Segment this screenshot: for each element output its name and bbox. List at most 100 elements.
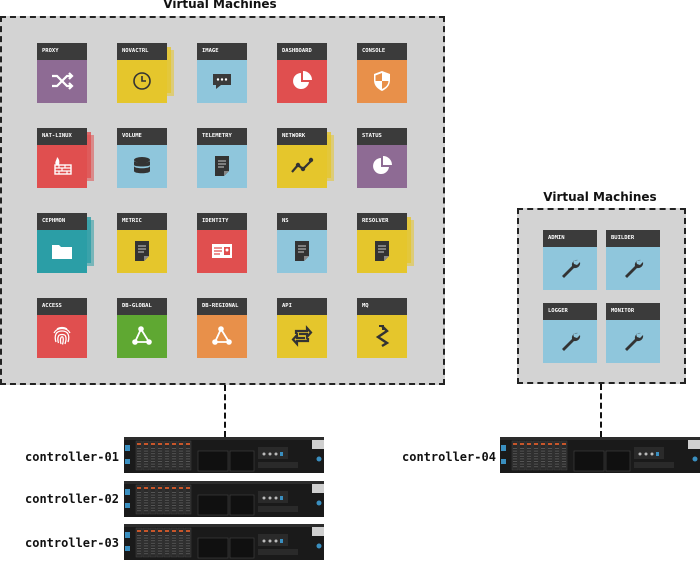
tile-body	[197, 145, 247, 188]
tile-body	[357, 230, 407, 273]
vm-tile-builder: BUILDER	[606, 230, 660, 290]
tile-body	[37, 145, 87, 188]
tile-body	[277, 315, 327, 358]
vm-tile-network: NETWORK	[277, 128, 334, 188]
tile-label: BUILDER	[606, 230, 660, 247]
document-icon	[135, 241, 149, 261]
tile-body	[117, 230, 167, 273]
tile-label: VOLUME	[117, 128, 167, 145]
vm-tile-dashboard: DASHBOARD	[277, 43, 327, 103]
document-icon	[295, 241, 309, 261]
repeat-icon	[291, 325, 313, 347]
tile-body	[117, 145, 167, 188]
tile-label: IMAGE	[197, 43, 247, 60]
rack-server-icon	[500, 437, 700, 473]
tile-body	[117, 315, 167, 358]
tile-label: DB-REGIONAL	[197, 298, 247, 315]
vm-tile-mq: MQ	[357, 298, 407, 358]
tile-label: DB-GLOBAL	[117, 298, 167, 315]
tile-label: MONITOR	[606, 303, 660, 320]
vm-tile-resolver: RESOLVER	[357, 213, 414, 273]
rack-server-icon	[124, 437, 324, 473]
rack-server-icon	[124, 481, 324, 517]
tile-body	[357, 60, 407, 103]
share-icon	[212, 326, 232, 345]
fingerprint-icon	[53, 326, 71, 345]
tile-label: ADMIN	[543, 230, 597, 247]
tile-label: ACCESS	[37, 298, 87, 315]
vm-tile-image: IMAGE	[197, 43, 247, 103]
shield-icon	[374, 71, 390, 91]
tile-body	[37, 315, 87, 358]
tile-body	[606, 247, 660, 290]
tile-body	[277, 230, 327, 273]
vm-tile-api: API	[277, 298, 327, 358]
controller-label-02: controller-02	[25, 492, 119, 506]
tile-label: MQ	[357, 298, 407, 315]
group-title-left: Virtual Machines	[163, 0, 277, 11]
document-icon	[215, 156, 229, 176]
vm-tile-status: STATUS	[357, 128, 407, 188]
vm-tile-volume: VOLUME	[117, 128, 167, 188]
vm-tile-db-regional: DB-REGIONAL	[197, 298, 247, 358]
chat-icon	[213, 74, 231, 89]
tile-body	[606, 320, 660, 363]
controller-label-01: controller-01	[25, 450, 119, 464]
tile-body	[37, 60, 87, 103]
tile-body	[357, 145, 407, 188]
shuffle-icon	[52, 72, 74, 90]
rack-server-icon	[124, 524, 324, 560]
tile-body	[543, 320, 597, 363]
wrench-icon	[625, 259, 644, 278]
pie-chart-icon	[293, 71, 312, 89]
vm-tile-console: CONSOLE	[357, 43, 407, 103]
tile-label: NOVACTRL	[117, 43, 167, 60]
tile-body	[277, 60, 327, 103]
server-controller-02	[124, 481, 324, 517]
vm-tile-identity: IDENTITY	[197, 213, 247, 273]
vm-tile-ns: NS	[277, 213, 327, 273]
tile-label: METRIC	[117, 213, 167, 230]
tile-label: IDENTITY	[197, 213, 247, 230]
firewall-icon	[54, 157, 72, 175]
zigzag-icon	[375, 325, 390, 348]
vm-group-left: PROXY NOVACTRL IMAGE DASHBOARD CONSOLE	[0, 16, 445, 385]
tile-body	[277, 145, 327, 188]
tile-label: LOGGER	[543, 303, 597, 320]
vm-tile-proxy: PROXY	[37, 43, 87, 103]
tile-label: API	[277, 298, 327, 315]
database-icon	[134, 157, 150, 174]
tile-label: TELEMETRY	[197, 128, 247, 145]
tile-body	[197, 230, 247, 273]
tile-label: PROXY	[37, 43, 87, 60]
folder-icon	[52, 245, 72, 259]
wrench-icon	[625, 332, 644, 351]
tile-body	[37, 230, 87, 273]
vm-tile-cephmon: CEPHMON	[37, 213, 94, 273]
tile-label: NETWORK	[277, 128, 327, 145]
tile-label: RESOLVER	[357, 213, 407, 230]
tile-body	[197, 60, 247, 103]
server-controller-03	[124, 524, 324, 560]
tile-label: DASHBOARD	[277, 43, 327, 60]
document-icon	[375, 241, 389, 261]
tile-body	[357, 315, 407, 358]
vm-tile-telemetry: TELEMETRY	[197, 128, 247, 188]
vm-tile-novactrl: NOVACTRL	[117, 43, 174, 103]
tile-label: NS	[277, 213, 327, 230]
pie-chart-icon	[373, 156, 392, 174]
server-controller-01	[124, 437, 324, 473]
vm-tile-monitor: MONITOR	[606, 303, 660, 363]
vm-tile-admin: ADMIN	[543, 230, 597, 290]
connector-left	[224, 385, 226, 437]
tile-body	[197, 315, 247, 358]
tile-body	[117, 60, 167, 103]
id-card-icon	[212, 244, 232, 258]
line-chart-icon	[291, 157, 314, 173]
controller-label-04: controller-04	[402, 450, 496, 464]
vm-tile-logger: LOGGER	[543, 303, 597, 363]
vm-tile-metric: METRIC	[117, 213, 167, 273]
server-controller-04	[500, 437, 700, 473]
tile-body	[543, 247, 597, 290]
tile-label: CONSOLE	[357, 43, 407, 60]
